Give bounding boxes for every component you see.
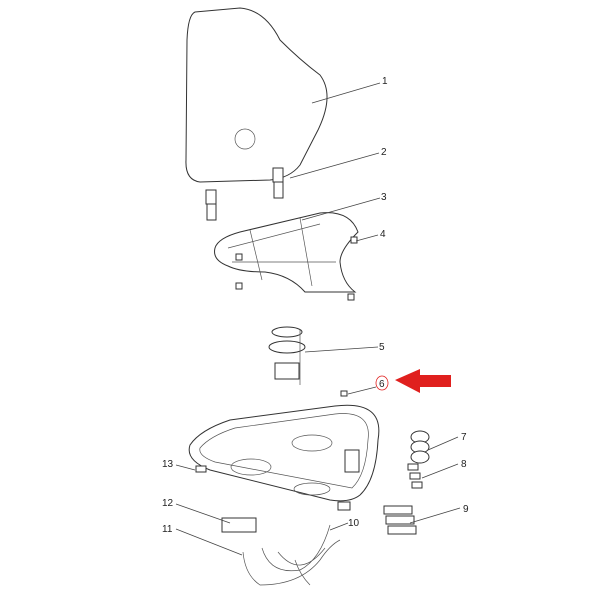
callout-3: 3 [381, 192, 387, 203]
callout-11: 11 [162, 524, 173, 535]
highlight-circle [375, 375, 389, 391]
callout-7: 7 [461, 432, 467, 443]
part-screw [340, 390, 348, 397]
callout-9: 9 [463, 504, 469, 515]
callout-6: 6 [379, 379, 385, 390]
callout-13: 13 [162, 459, 174, 470]
callout-4: 4 [380, 229, 386, 240]
part-glass-lid [185, 7, 328, 183]
part-hob-tray [188, 404, 380, 511]
part-pan-support [214, 212, 359, 301]
callout-8: 8 [461, 459, 467, 470]
part-wiring [242, 524, 341, 586]
callout-10: 10 [348, 518, 360, 529]
part-spark-generator [221, 517, 257, 533]
callout-1: 1 [382, 76, 388, 87]
part-hinges [205, 167, 284, 221]
red-arrow-icon [395, 369, 451, 393]
callout-5: 5 [379, 342, 385, 353]
leader-lines [175, 82, 461, 556]
part-knobs-valves [383, 430, 430, 535]
callout-12: 12 [162, 498, 174, 509]
part-burner [268, 326, 306, 385]
callout-2: 2 [381, 147, 387, 158]
